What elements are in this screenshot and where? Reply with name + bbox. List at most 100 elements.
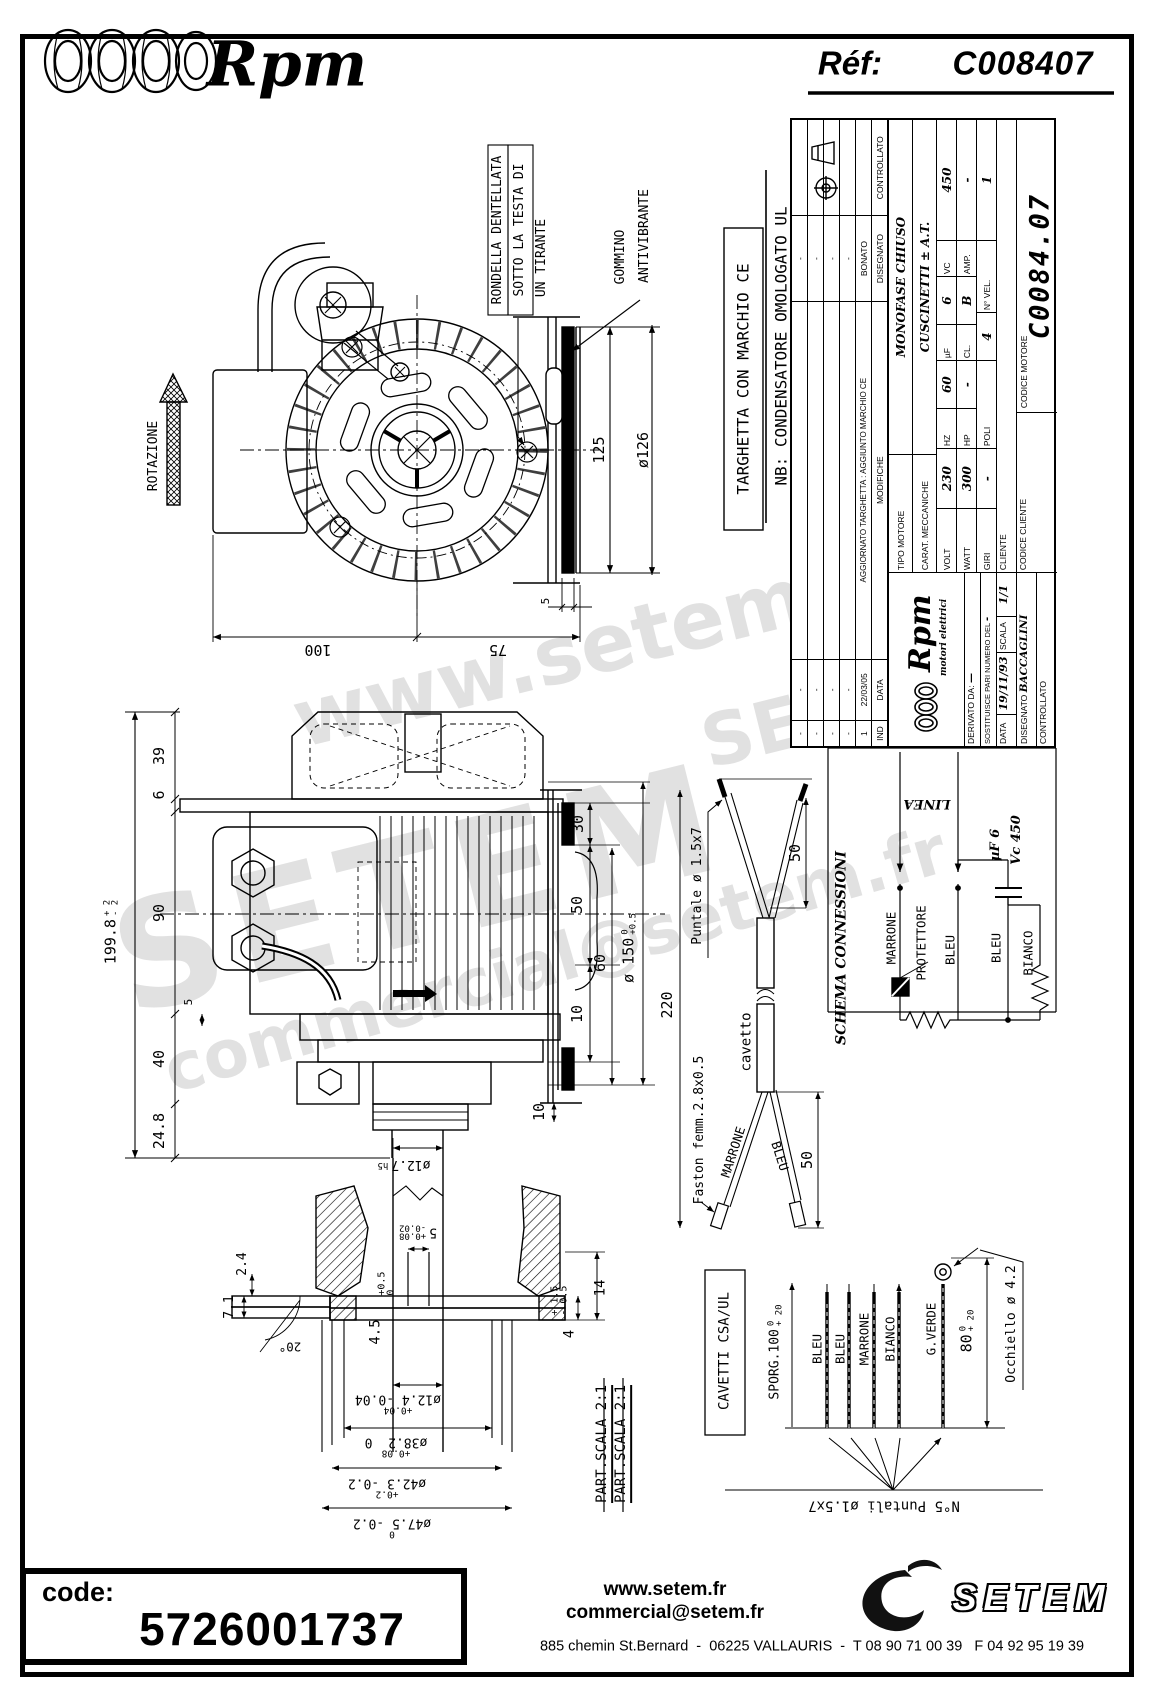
label-faston: Faston femm.2.8x0.5 — [692, 1055, 708, 1205]
stamp-icon — [811, 141, 838, 200]
dim-key: 5+0.08-0.02 — [399, 1222, 437, 1240]
shaft-detail-view — [231, 1138, 605, 1511]
dim-24-8: 24.8 — [150, 1112, 169, 1150]
revision-row: -- - — [840, 120, 856, 746]
tb-codice-motore: CODICE MOTORE C0084.07 — [1019, 193, 1056, 409]
code-value: 5726001737 — [139, 1602, 405, 1655]
dim-2-4: 2.4 — [235, 1252, 251, 1276]
tb-tipo-row: TIPO MOTORE MONOFASE CHIUSO — [889, 120, 913, 573]
label-cavetto: cavetto — [738, 1012, 755, 1072]
detail-scale-1: PART.SCALA 2:1 — [594, 1384, 613, 1504]
footer-email: commercial@setem.fr — [565, 1602, 765, 1624]
dim-d126: ø126 — [634, 431, 653, 469]
ref-label: Réf: — [817, 44, 883, 82]
dim-10-side: 10 — [568, 1004, 587, 1024]
dim-5-front: 5 — [539, 597, 553, 605]
codice-motore-value: C0084.07 — [1024, 193, 1056, 340]
note-rondella-1: RONDELLA DENTELLATA — [490, 155, 506, 305]
tb-logo-text: Rpm — [903, 594, 938, 672]
label-occhiello: Occhiello ø 4.2 — [1004, 1265, 1020, 1383]
dim-90: 90 — [150, 903, 169, 923]
schema-bianco: BIANCO — [1020, 930, 1036, 976]
dim-7-1: 7.1 — [222, 1295, 238, 1319]
tb-sostituisce: SOSTITUISCE PARI NUMERO DEL - — [981, 573, 997, 746]
schema-marrone: MARRONE — [883, 911, 899, 965]
footer-site: www.setem.fr — [603, 1579, 727, 1601]
dim-4-5: 4.5 — [367, 1319, 384, 1345]
tb-cliente: CLIENTE — [997, 120, 1017, 573]
schema-bleu-2: BLEU — [988, 932, 1004, 964]
motor-side-view — [125, 707, 665, 1163]
rpm-logo-coils — [43, 28, 218, 94]
revision-row: -- - — [808, 120, 824, 746]
brand-logo-text: Rpm — [206, 27, 368, 101]
code-label: code: — [41, 1576, 115, 1607]
dim-39: 39 — [150, 746, 169, 766]
wire-bleu-1: BLEU — [809, 1333, 825, 1365]
dim-total: 199.8+ 2- 2 — [101, 899, 120, 965]
dim-220: 220 — [658, 991, 677, 1019]
dim-50-side: 50 — [568, 895, 587, 915]
revision-row: -- - — [792, 120, 808, 746]
cable-drawing — [677, 778, 824, 1230]
wire-bleu-2: BLEU — [832, 1333, 848, 1365]
tb-logo-sub: motori elettrici — [939, 598, 949, 676]
tb-codice-row: CODICE CLIENTE CODICE MOTORE C0084.07 — [1017, 120, 1057, 573]
dim-5-side: 5 — [182, 998, 196, 1006]
tb-right: TIPO MOTORE MONOFASE CHIUSO CARAT. MECCA… — [889, 120, 1057, 573]
tb-logo: Rpm motori elettrici — [889, 573, 965, 746]
motor-front-view — [158, 144, 660, 642]
dim-75: 75 — [488, 640, 508, 659]
dim-30: 30 — [569, 814, 588, 834]
dim-50-cable-top: 50 — [786, 843, 805, 863]
schema-bleu-1: BLEU — [942, 934, 958, 966]
tb-carat-row: CARAT. MECCANICHE CUSCINETTI ± A.T. — [913, 120, 937, 573]
footer-setem-logo-text: SETEM — [952, 1577, 1112, 1619]
dim-125: 125 — [590, 436, 609, 464]
wire-marrone: MARRONE — [856, 1312, 872, 1366]
dim-100: 100 — [304, 640, 332, 659]
footer-address: 885 chemin St.Bernard - 06225 VALLAURIS … — [539, 1638, 1085, 1655]
note-targhetta: TARGHETTA CON MARCHIO CE — [733, 263, 753, 495]
label-puntale: Puntale ø 1.5x7 — [690, 827, 706, 945]
dim-50-cable-bot: 50 — [798, 1150, 817, 1170]
label-puntali: N°5 Puntali ø1.5x7 — [808, 1497, 960, 1514]
ref-value: C008407 — [952, 44, 1094, 82]
note-rondella-2: SOTTO LA TESTA DI — [512, 163, 528, 297]
detail-scale-2: PART.SCALA 2:1 — [613, 1384, 632, 1504]
wire-bianco: BIANCO — [882, 1316, 898, 1362]
dim-10-bottom: 10 — [530, 1102, 549, 1122]
dim-40: 40 — [150, 1049, 169, 1069]
tb-controllato: CONTROLLATO — [1038, 681, 1048, 744]
revision-row: -- - — [824, 120, 840, 746]
schema-uf: µF 6 — [988, 828, 1004, 862]
code-box — [20, 1568, 467, 1665]
tb-disegnato: DISEGNATO BACCAGLINI — [1017, 573, 1037, 746]
dim-6: 6 — [150, 790, 169, 800]
dim-14: 14 — [592, 1279, 609, 1297]
wiring-schema — [827, 747, 1057, 1030]
note-nb: NB: CONDENSATORE OMOLOGATO UL — [771, 206, 791, 486]
tb-left: Rpm motori elettrici DERIVATO DA: — SOST… — [889, 572, 1057, 746]
setem-logo-swirl — [862, 1559, 942, 1632]
schema-title: SCHEMA CONNESSIONI — [833, 851, 850, 1045]
note-gommino-2: ANTIVIBRANTE — [637, 189, 653, 283]
tb-logo-coils — [914, 682, 938, 732]
cavetti-box-label: CAVETTI CSA/UL — [716, 1291, 733, 1411]
schema-linea: LINEA — [903, 795, 951, 811]
rotation-label: ROTAZIONE — [146, 420, 162, 492]
